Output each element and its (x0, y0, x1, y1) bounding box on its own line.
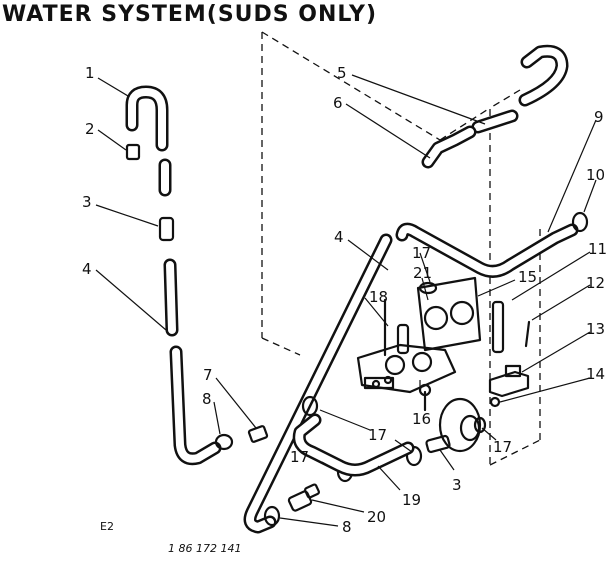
callout-8: 8 (202, 390, 212, 408)
part-17-clamp-e (473, 416, 487, 434)
part-10-clamp (571, 211, 589, 233)
callout-12: 12 (586, 274, 605, 292)
callout-4-center: 4 (334, 228, 344, 246)
callout-4: 4 (82, 260, 92, 278)
part-12-pin (524, 320, 531, 348)
leader-lines (95, 74, 597, 527)
handwritten-note: 1 86 172 141 (168, 542, 241, 555)
water-valve-assembly (356, 343, 457, 394)
callout-20: 20 (367, 508, 386, 526)
part-19-hose (292, 413, 415, 477)
part-5-hose-top (471, 109, 519, 134)
part-6-elbow (421, 125, 477, 169)
part-3-connector-right (425, 434, 451, 454)
part-15-tube (396, 323, 410, 355)
part-8-clamp-left (214, 433, 234, 451)
callout-3: 3 (82, 193, 92, 211)
part-14-nut (489, 396, 501, 408)
part-17-clamp-a (418, 281, 438, 295)
callout-15: 15 (518, 268, 537, 286)
callout-13: 13 (586, 320, 605, 338)
part-9-hose (395, 222, 579, 278)
callout-18: 18 (369, 288, 388, 306)
diagram-code: E2 (100, 520, 114, 533)
part-13-bracket (488, 364, 530, 398)
part-7-fitting (247, 425, 269, 443)
callout-17-top: 17 (412, 244, 431, 262)
callout-5: 5 (337, 64, 347, 82)
pump-disc (438, 397, 482, 453)
callout-6: 6 (333, 94, 343, 112)
part-16-screw (418, 383, 432, 412)
part-2-cap (125, 143, 141, 161)
u-hose-top-right (518, 44, 569, 107)
diagram-title: WATER SYSTEM(SUDS ONLY) (2, 2, 377, 27)
part-1-j-hose (125, 85, 169, 152)
part-20-fitting (287, 483, 320, 512)
part-8-clamp-bottom (263, 505, 281, 527)
part-4-hose-left (163, 258, 222, 466)
callout-17-right: 17 (493, 438, 512, 456)
callout-14: 14 (586, 365, 605, 383)
callout-17-mid: 17 (368, 426, 387, 444)
cabinet-outline (261, 31, 541, 466)
callout-2: 2 (85, 120, 95, 138)
part-3-connector-left (158, 216, 175, 242)
callout-11: 11 (588, 240, 607, 258)
callout-3-right: 3 (452, 476, 462, 494)
callout-19: 19 (402, 491, 421, 509)
part-21-inlet-plate (416, 276, 482, 352)
callout-21: 21 (413, 264, 432, 282)
callout-17-low: 17 (290, 448, 309, 466)
part-4-hose-center (243, 233, 393, 534)
part-11-tube (491, 300, 505, 354)
callout-10: 10 (586, 166, 605, 184)
callouts: 1 2 3 4 4 5 6 7 8 8 9 10 11 12 13 14 15 … (82, 64, 607, 536)
callout-1: 1 (85, 64, 95, 82)
part-17-clamp-b (301, 395, 319, 417)
callout-8-bottom: 8 (342, 518, 352, 536)
callout-9: 9 (594, 108, 604, 126)
callout-16: 16 (412, 410, 431, 428)
callout-7: 7 (203, 366, 213, 384)
